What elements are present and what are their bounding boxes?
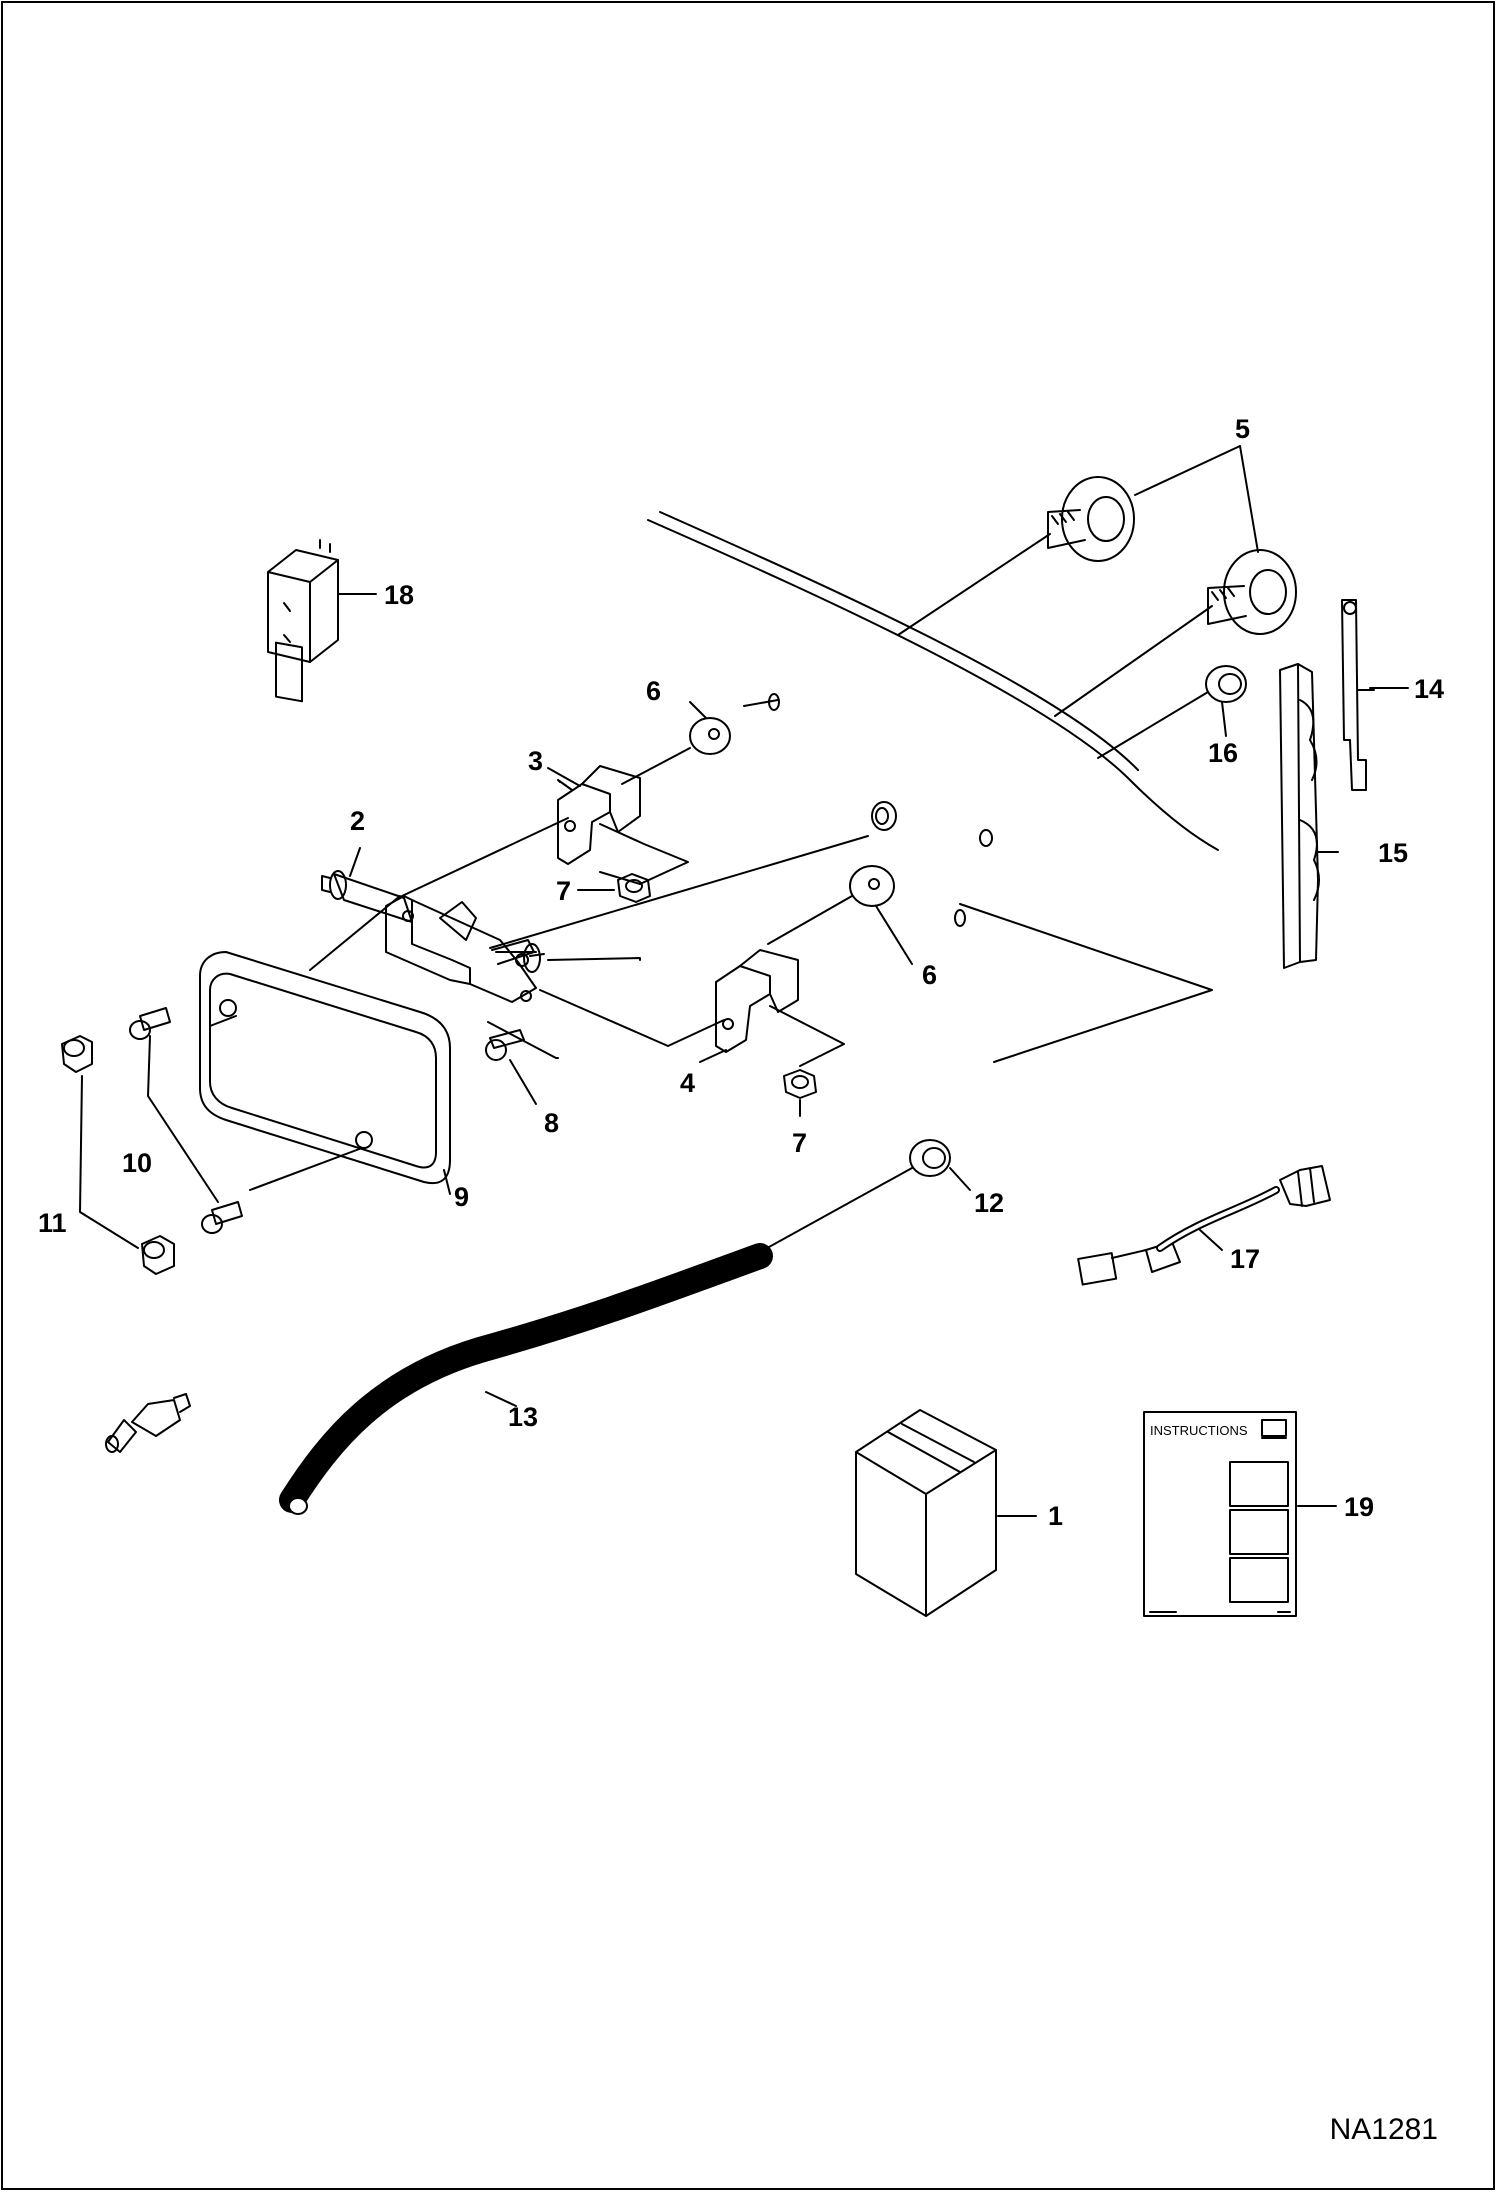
leader-3 (547, 767, 581, 787)
leader-2 (349, 847, 361, 877)
cab-outline (647, 519, 1219, 851)
instruction-sheet-part (1143, 1411, 1297, 1617)
leader-12 (949, 1167, 971, 1191)
leader-13 (485, 1391, 517, 1407)
assembly-line-6-lower (767, 895, 853, 945)
washer-6-lower-part (849, 829, 993, 927)
callout-2: 2 (350, 806, 366, 836)
harness-part (1077, 1165, 1331, 1286)
wiper-blade-part (1279, 663, 1320, 969)
leader-5a (1134, 445, 1241, 496)
assembly-line-12 (759, 1167, 913, 1253)
callout-9: 9 (454, 1182, 470, 1212)
assembly-line-16 (1097, 691, 1209, 759)
assembly-line-lamp (309, 895, 401, 971)
assembly-line-9b (249, 1147, 363, 1191)
assembly-line-5a (897, 533, 1051, 636)
leader-16 (1221, 701, 1227, 737)
assembly-line-9a (209, 1015, 237, 1027)
instructions-heading: INSTRUCTIONS (1150, 1423, 1248, 1438)
callout-6-lower: 6 (922, 960, 938, 990)
grommet-12-part (909, 1139, 951, 1177)
drawing-code: NA1281 (1329, 2113, 1438, 2146)
callout-1: 1 (1048, 1501, 1064, 1531)
leader-11 (79, 1075, 139, 1249)
grommet-lower-part (1207, 549, 1297, 635)
callout-6-upper: 6 (646, 676, 662, 706)
assembly-line-5b (1054, 605, 1213, 717)
bracket-4-part (715, 949, 799, 1053)
leader-4 (699, 1049, 727, 1063)
grommet-upper-part (1047, 476, 1135, 562)
assembly-line-6-upper (621, 747, 691, 785)
kit-box-part (855, 1409, 997, 1617)
callout-8: 8 (544, 1108, 560, 1138)
assembly-line-mid (547, 957, 641, 961)
nut-7-upper-part (617, 873, 651, 903)
callout-13: 13 (508, 1402, 539, 1432)
cab-outline-inner (659, 511, 1139, 771)
leader-4-nut (769, 1005, 845, 1067)
callout-15: 15 (1378, 838, 1409, 868)
switch-sensor-part (105, 1393, 191, 1453)
assembly-line-washer (489, 835, 869, 949)
callout-16: 16 (1208, 738, 1239, 768)
leader-6-lower (875, 905, 913, 965)
wiper-arm-part (1341, 599, 1375, 791)
leader-6-upper (689, 701, 707, 719)
callout-19: 19 (1344, 1492, 1375, 1522)
leader-8 (509, 1059, 537, 1105)
rocker-switch-part (267, 539, 339, 703)
assembly-line-to-8 (487, 1021, 559, 1059)
callout-18: 18 (384, 580, 415, 610)
bolt-8-part (485, 1029, 525, 1061)
leader-5b (1239, 445, 1259, 553)
small-grommet-part (1205, 665, 1247, 703)
assembly-line-to-12-top (959, 903, 1213, 1063)
callout-5: 5 (1235, 414, 1251, 444)
assembly-line-to-4 (539, 989, 725, 1047)
callout-12: 12 (974, 1188, 1005, 1218)
assembly-line-bracket-top (401, 817, 569, 897)
bolt-10-lower-part (201, 1201, 243, 1234)
lamp-mount-bracket (385, 895, 545, 1003)
work-light-part (199, 951, 451, 1185)
leader-3-tick (557, 779, 573, 791)
leader-10 (147, 1035, 219, 1203)
callout-3: 3 (528, 746, 544, 776)
callout-7-lower: 7 (792, 1128, 808, 1158)
bolt-10-upper-part (129, 1007, 171, 1040)
hose-part (279, 1243, 773, 1515)
cap-11-lower-part (141, 1235, 175, 1275)
callout-17: 17 (1230, 1244, 1261, 1274)
callout-14: 14 (1414, 674, 1445, 704)
cap-11-upper-part (61, 1035, 93, 1073)
leader-9 (443, 1169, 451, 1195)
washer-6-upper-part (689, 693, 780, 755)
leader-3-nut (599, 823, 689, 885)
callout-7-upper: 7 (556, 876, 572, 906)
callout-10: 10 (122, 1148, 153, 1178)
leader-17 (1199, 1229, 1223, 1251)
callout-4: 4 (680, 1068, 696, 1098)
callout-11: 11 (38, 1208, 67, 1238)
bracket-3-part (557, 765, 641, 865)
long-pin-part (871, 801, 897, 831)
nut-7-lower-part (783, 1069, 817, 1099)
